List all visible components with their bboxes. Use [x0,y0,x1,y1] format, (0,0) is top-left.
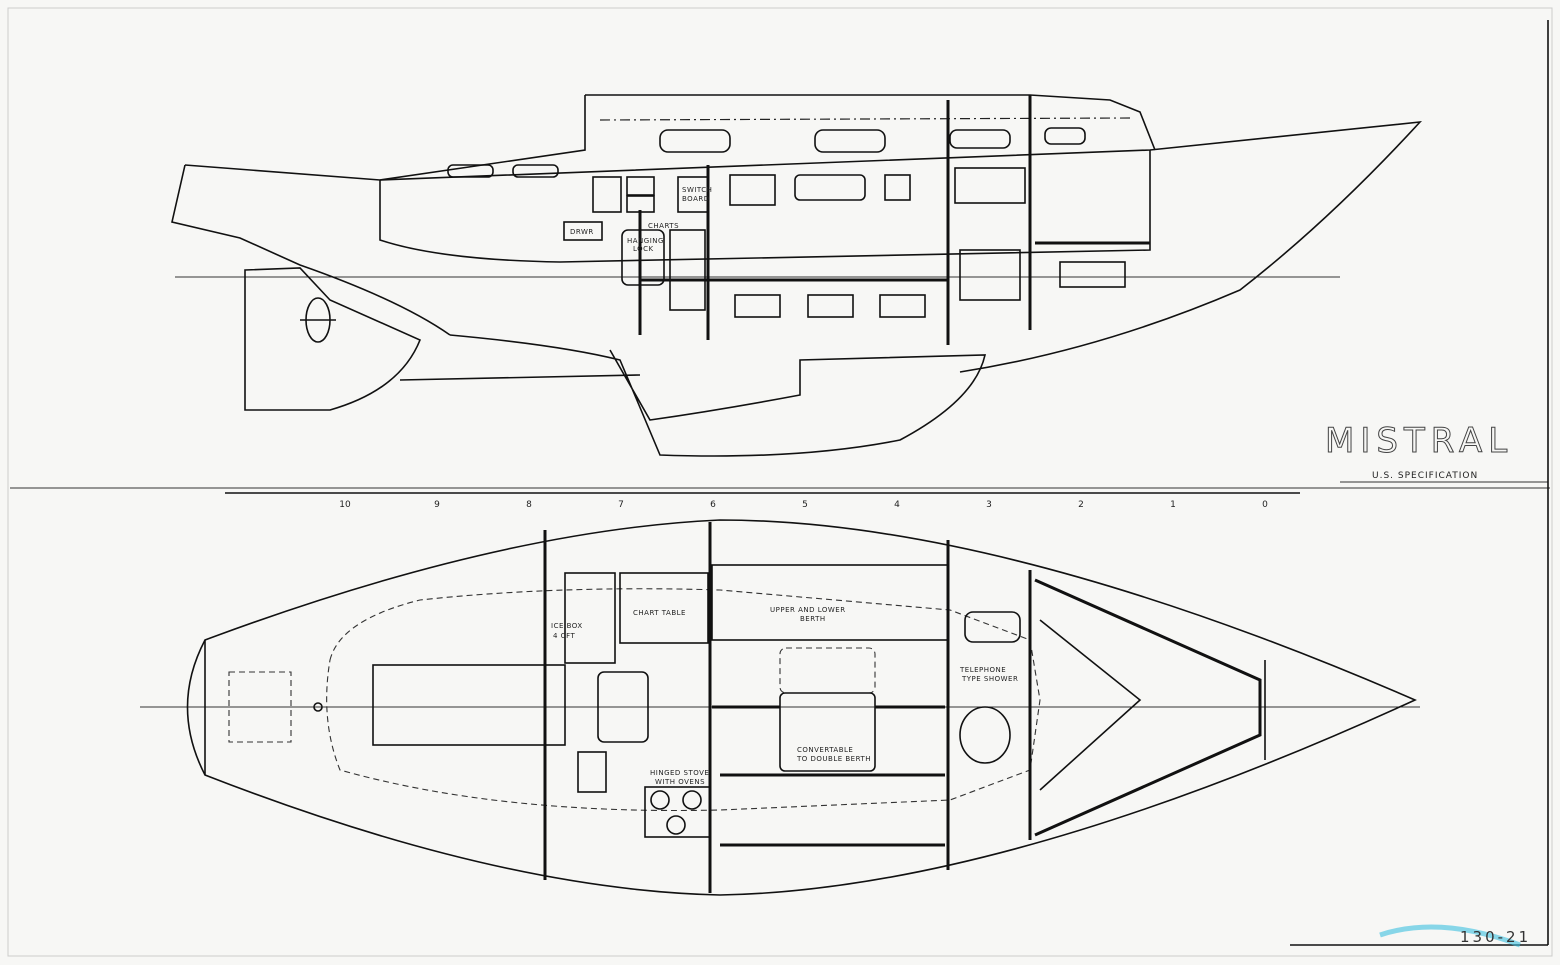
lockers [563,167,1126,318]
station-0: 0 [1262,500,1268,510]
cabin-trunk [585,94,1156,151]
label-switch-board-1: SWITCH [682,186,712,194]
toilet [959,706,1011,764]
hull-plan-outline [186,519,1417,896]
sink [577,751,607,793]
label-shower-1: TELEPHONE [959,666,1006,674]
v-berth-inner [1039,619,1142,791]
label-ice-box-1: ICE BOX [551,622,583,630]
label-stove-2: WITH OVENS [655,778,705,786]
label-charts: CHARTS [648,222,679,230]
binnacle-icon [313,702,323,712]
keel-top [399,374,641,381]
drawing-title: MISTRAL [1325,421,1513,461]
burner-icon [650,790,670,810]
keel [449,334,987,457]
portlights [447,127,1086,178]
wash-basin [964,611,1021,643]
label-berth-2: BERTH [800,615,826,623]
v-berth-outer [1034,578,1262,837]
chart-table [619,572,709,644]
sheet-border [7,7,1553,957]
label-ice-box-2: 4 CFT [553,632,575,640]
cabin-side [379,150,1151,263]
cabin-aft [379,95,586,181]
label-drawer: DRWR [570,228,594,236]
rudder [244,267,422,411]
ice-box [564,572,616,664]
station-7: 7 [618,500,624,510]
label-convertable-1: CONVERTABLE [797,746,853,754]
label-hanging-locker-2: LOCK [633,245,654,253]
label-switch-board-2: BOARD [682,195,710,203]
label-hanging-locker-1: HANGING [627,237,664,245]
station-6: 6 [710,500,716,510]
label-convertable-2: TO DOUBLE BERTH [796,755,871,763]
stove [644,786,711,838]
station-9: 9 [434,500,440,510]
station-1: 1 [1170,500,1176,510]
station-5: 5 [802,500,808,510]
hatch [228,671,292,743]
station-scale: 10 9 8 7 6 5 4 3 2 1 0 [225,492,1300,510]
table-extended [779,647,876,694]
station-3: 3 [986,500,992,510]
table [779,692,876,772]
upper-lower-berth [711,564,949,641]
burner-icon [666,815,686,835]
label-stove-1: HINGED STOVE [650,769,709,777]
settee-lines [712,705,945,847]
station-4: 4 [894,500,900,510]
station-8: 8 [526,500,532,510]
centerline-dash [599,117,1131,121]
profile-view: SWITCH BOARD CHARTS DRWR HANGING LOCK [171,94,1423,457]
station-10: 10 [339,500,351,510]
cockpit [372,664,566,746]
drawing-number: 130-21 [1460,928,1531,946]
label-shower-2: TYPE SHOWER [961,675,1018,683]
transom [171,164,451,336]
station-2: 2 [1078,500,1084,510]
drawing-subtitle: U.S. SPECIFICATION [1372,471,1478,481]
hull-outline-upper [184,120,1423,373]
label-chart-table: CHART TABLE [633,609,686,617]
label-berth-1: UPPER AND LOWER [770,606,846,614]
seat [597,671,649,743]
watermark-logo [1379,924,1521,948]
plan-view: CHART TABLE UPPER AND LOWER BERTH ICE BO… [140,519,1420,896]
burner-icon [682,790,702,810]
